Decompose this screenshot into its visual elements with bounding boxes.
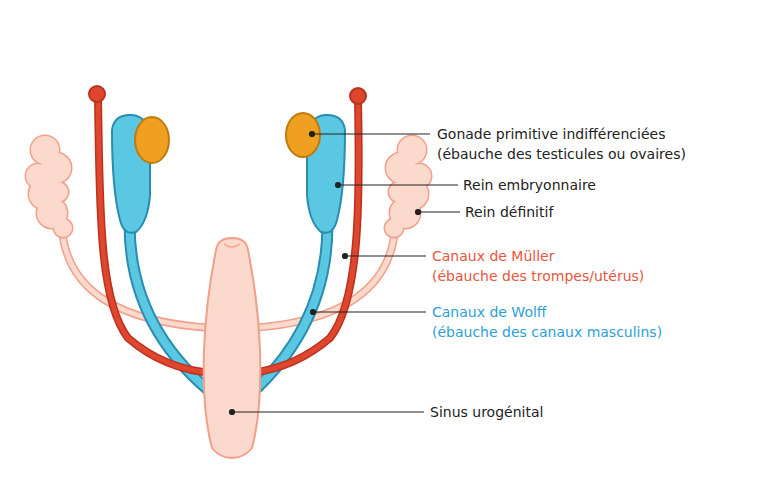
definitive-kidney [26,136,431,237]
urogenital-sinus [204,238,261,458]
part-label: Canaux de Müller (ébauche des trompes/ut… [432,246,644,286]
part-label: Gonade primitive indifférenciées (ébauch… [437,124,686,164]
part-label: Sinus urogénital [430,402,543,422]
embryonic-kidney [112,115,345,233]
part-label: Rein définitif [465,202,553,222]
part-label: Canaux de Wolff (ébauche des canaux masc… [432,302,662,342]
gonad [135,113,320,163]
sinus-detail [224,244,240,247]
leader-line [230,132,461,415]
part-label: Rein embryonnaire [463,175,596,195]
